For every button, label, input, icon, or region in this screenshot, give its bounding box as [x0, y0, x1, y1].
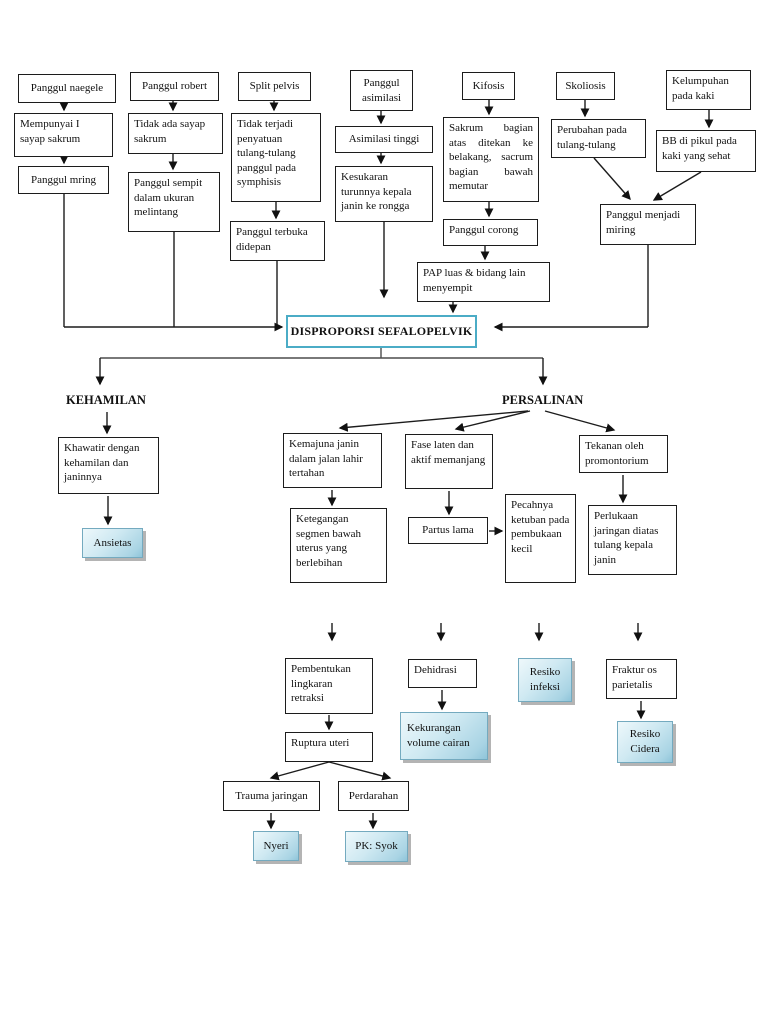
node-kekurangan-cairan: Kekurangan volume cairan	[400, 712, 488, 760]
node-kifosis: Kifosis	[462, 72, 515, 100]
node-resiko-infeksi: Resiko infeksi	[518, 658, 572, 702]
node-panggul-mring: Panggul mring	[18, 166, 109, 194]
node-resiko-cidera: Resiko Cidera	[617, 721, 673, 763]
node-panggul-terbuka: Panggul terbuka didepan	[230, 221, 325, 261]
node-dehidrasi: Dehidrasi	[408, 659, 477, 688]
node-tidak-ada-sayap: Tidak ada sayap sakrum	[128, 113, 223, 154]
node-disproporsi-sefalopelvik: DISPROPORSI SEFALOPELVIK	[286, 315, 477, 348]
connectors	[59, 100, 714, 830]
section-label-persalinan: PERSALINAN	[502, 393, 584, 407]
node-asimilasi-tinggi: Asimilasi tinggi	[335, 126, 433, 153]
node-perlukaan-jaringan: Perlukaan jaringan diatas tulang kepala …	[588, 505, 677, 575]
node-khawatir: Khawatir dengan kehamilan dan janinnya	[58, 437, 159, 494]
node-kesukaran-turun: Kesukaran turunnya kepala janin ke rongg…	[335, 166, 433, 222]
node-fase-laten: Fase laten dan aktif memanjang	[405, 434, 493, 489]
node-perubahan-tulang: Perubahan pada tulang-tulang	[551, 119, 646, 158]
node-panggul-asimilasi: Panggul asimilasi	[350, 70, 413, 111]
node-pembentukan-retraksi: Pembentukan lingkaran retraksi	[285, 658, 373, 714]
node-panggul-robert: Panggul robert	[130, 72, 219, 101]
node-tekanan-promontorium: Tekanan oleh promontorium	[579, 435, 668, 473]
node-fraktur-os: Fraktur os parietalis	[606, 659, 677, 699]
node-partus-lama: Partus lama	[408, 517, 488, 544]
node-panggul-sempit: Panggul sempit dalam ukuran melintang	[128, 172, 220, 232]
node-split-pelvis: Split pelvis	[238, 72, 311, 101]
node-ansietas: Ansietas	[82, 528, 143, 558]
node-ruptura-uteri: Ruptura uteri	[285, 732, 373, 762]
node-panggul-corong: Panggul corong	[443, 219, 538, 246]
node-perdarahan: Perdarahan	[338, 781, 409, 811]
node-ketegangan: Ketegangan segmen bawah uterus yang berl…	[290, 508, 387, 583]
node-pk-syok: PK: Syok	[345, 831, 408, 862]
node-skoliosis: Skoliosis	[556, 72, 615, 100]
node-bb-dipikul: BB di pikul pada kaki yang sehat	[656, 130, 756, 172]
node-sakrum-ditekan: Sakrum bagian atas ditekan ke belakang, …	[443, 117, 539, 202]
node-mempunyai-sayap: Mempunyai I sayap sakrum	[14, 113, 113, 157]
node-kelumpuhan: Kelumpuhan pada kaki	[666, 70, 751, 110]
node-trauma-jaringan: Trauma jaringan	[223, 781, 320, 811]
node-nyeri: Nyeri	[253, 831, 299, 861]
node-panggul-naegele: Panggul naegele	[18, 74, 116, 103]
node-panggul-menjadi-miring: Panggul menjadi miring	[600, 204, 696, 245]
node-tidak-terjadi-penyatuan: Tidak terjadi penyatuan tulang-tulang pa…	[231, 113, 321, 202]
section-label-kehamilan: KEHAMILAN	[66, 393, 146, 407]
node-kemajuna-janin: Kemajuna janin dalam jalan lahir tertaha…	[283, 433, 382, 488]
node-pap-luas: PAP luas & bidang lain menyempit	[417, 262, 550, 302]
node-pecahnya-ketuban: Pecahnya ketuban pada pembukaan kecil	[505, 494, 576, 583]
